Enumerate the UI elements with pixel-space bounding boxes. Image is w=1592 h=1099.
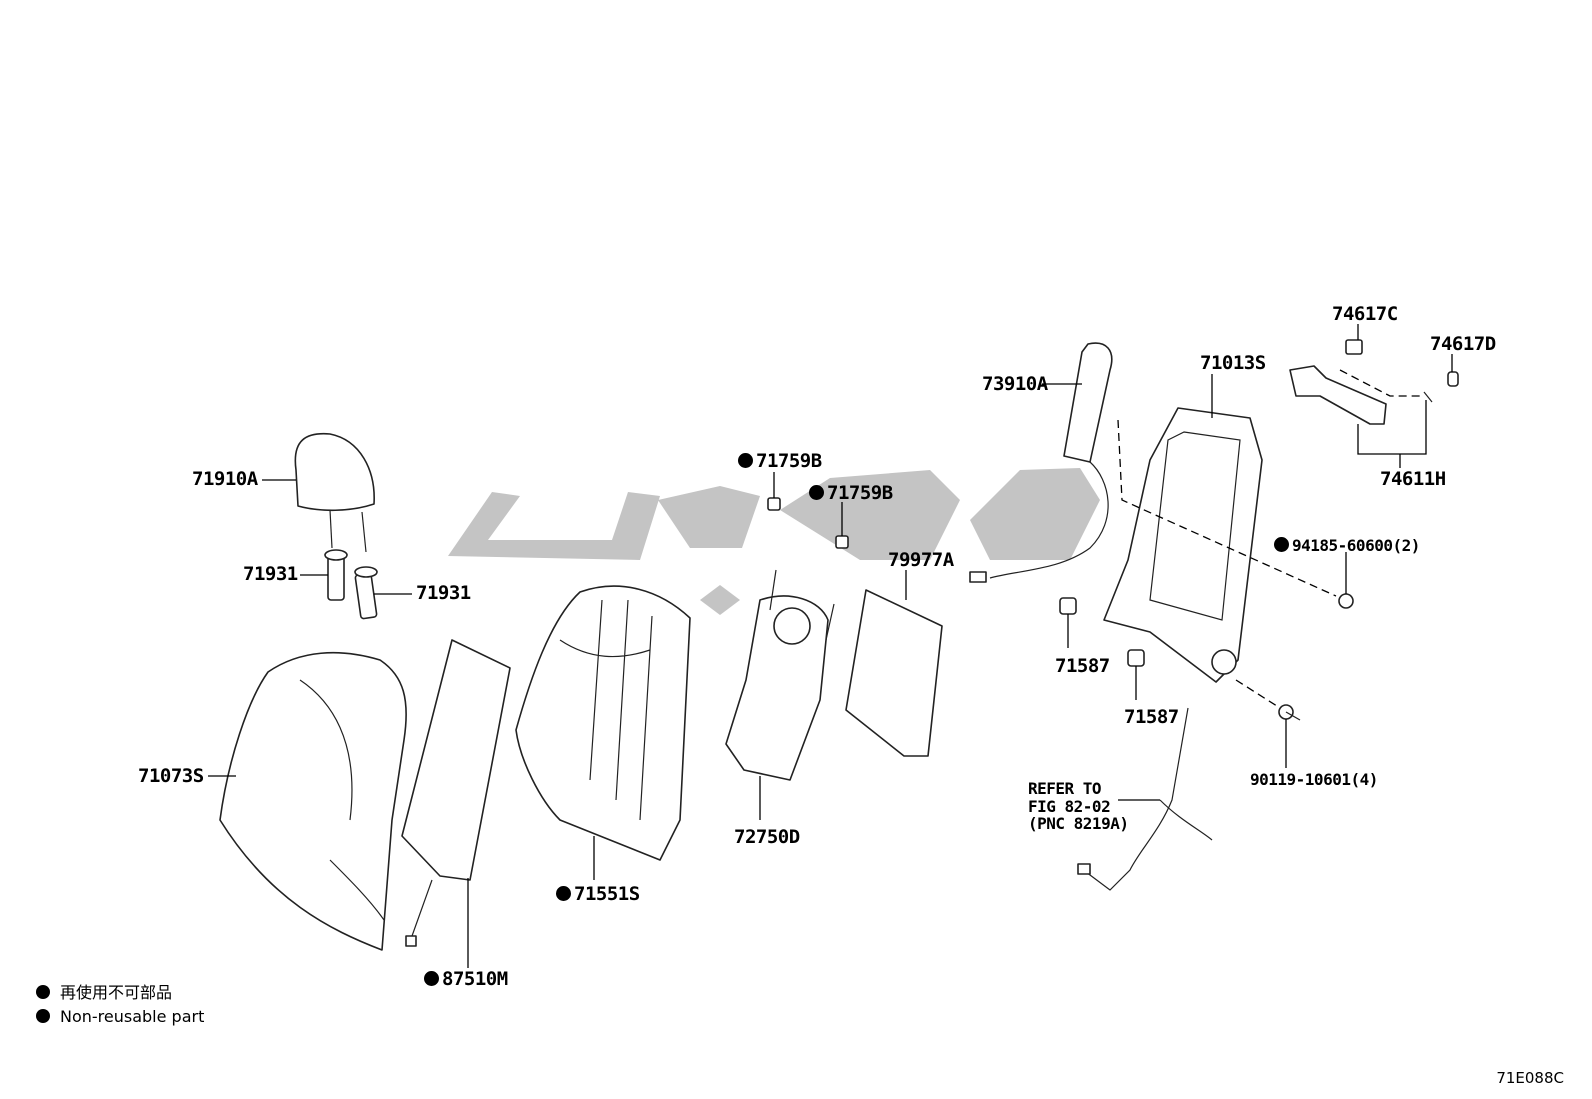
cover-parts	[1059, 597, 1145, 667]
part-label-71759B-2: 71759B	[809, 484, 893, 503]
part-label-74617C: 74617C	[1332, 303, 1398, 325]
legend-text: 再使用不可部品	[60, 983, 173, 1002]
part-label-72750D: 72750D	[734, 826, 800, 848]
side-airbag-part	[969, 342, 1113, 583]
part-number: 87510M	[442, 968, 508, 990]
non-reusable-marker	[1274, 537, 1289, 552]
part-label-74617D: 74617D	[1430, 333, 1496, 355]
non-reusable-marker	[809, 485, 824, 500]
reference-note: REFER TO FIG 82-02 (PNC 8219A)	[1028, 779, 1129, 834]
leader-lines	[208, 324, 1453, 968]
dashed-lines	[1117, 369, 1420, 709]
non-reusable-marker	[36, 1009, 50, 1023]
headrest-support-parts	[324, 549, 378, 620]
legend-line-japanese: 再使用不可部品	[36, 985, 172, 1001]
part-label-73910A: 73910A	[982, 373, 1048, 395]
back-board-part	[845, 589, 943, 757]
figure-code: 71E088C	[1496, 1069, 1564, 1087]
clip-parts	[767, 497, 849, 549]
part-label-87510M: 87510M	[424, 970, 508, 989]
part-label-90119: 90119-10601(4)	[1250, 770, 1378, 789]
part-label-71013S: 71013S	[1200, 352, 1266, 374]
part-label-71551S: 71551S	[556, 885, 640, 904]
part-label-94185: 94185-60600(2)	[1274, 537, 1420, 554]
part-label-71910A: 71910A	[192, 468, 258, 490]
part-label-71931-left: 71931	[243, 563, 298, 585]
non-reusable-marker	[738, 453, 753, 468]
part-number: 71759B	[756, 450, 822, 472]
watermark-logo	[448, 468, 1100, 615]
legend-line-english: Non-reusable part	[36, 1009, 204, 1025]
seatback-frame-part	[1103, 407, 1263, 683]
handle-part	[1289, 339, 1459, 425]
lumbar-support-part	[725, 569, 835, 781]
non-reusable-marker	[556, 886, 571, 901]
part-label-71587-2: 71587	[1124, 706, 1179, 728]
wire-harness-part	[1077, 707, 1213, 891]
headrest-part	[294, 432, 375, 553]
part-number: 94185-60600(2)	[1292, 536, 1420, 555]
part-label-71073S: 71073S	[138, 765, 204, 787]
part-label-71931-right: 71931	[416, 582, 471, 604]
part-label-71759B-1: 71759B	[738, 452, 822, 471]
non-reusable-marker	[36, 985, 50, 999]
part-number: 71759B	[827, 482, 893, 504]
seatback-cover-part	[219, 651, 407, 951]
legend-text: Non-reusable part	[60, 1007, 205, 1026]
part-label-74611H: 74611H	[1380, 468, 1446, 490]
non-reusable-marker	[424, 971, 439, 986]
part-label-79977A: 79977A	[888, 549, 954, 571]
seatback-pad-part	[515, 585, 691, 861]
part-label-71587-1: 71587	[1055, 655, 1110, 677]
seat-heater-part	[401, 639, 511, 947]
part-number: 71551S	[574, 883, 640, 905]
bolt-parts	[1278, 593, 1354, 721]
